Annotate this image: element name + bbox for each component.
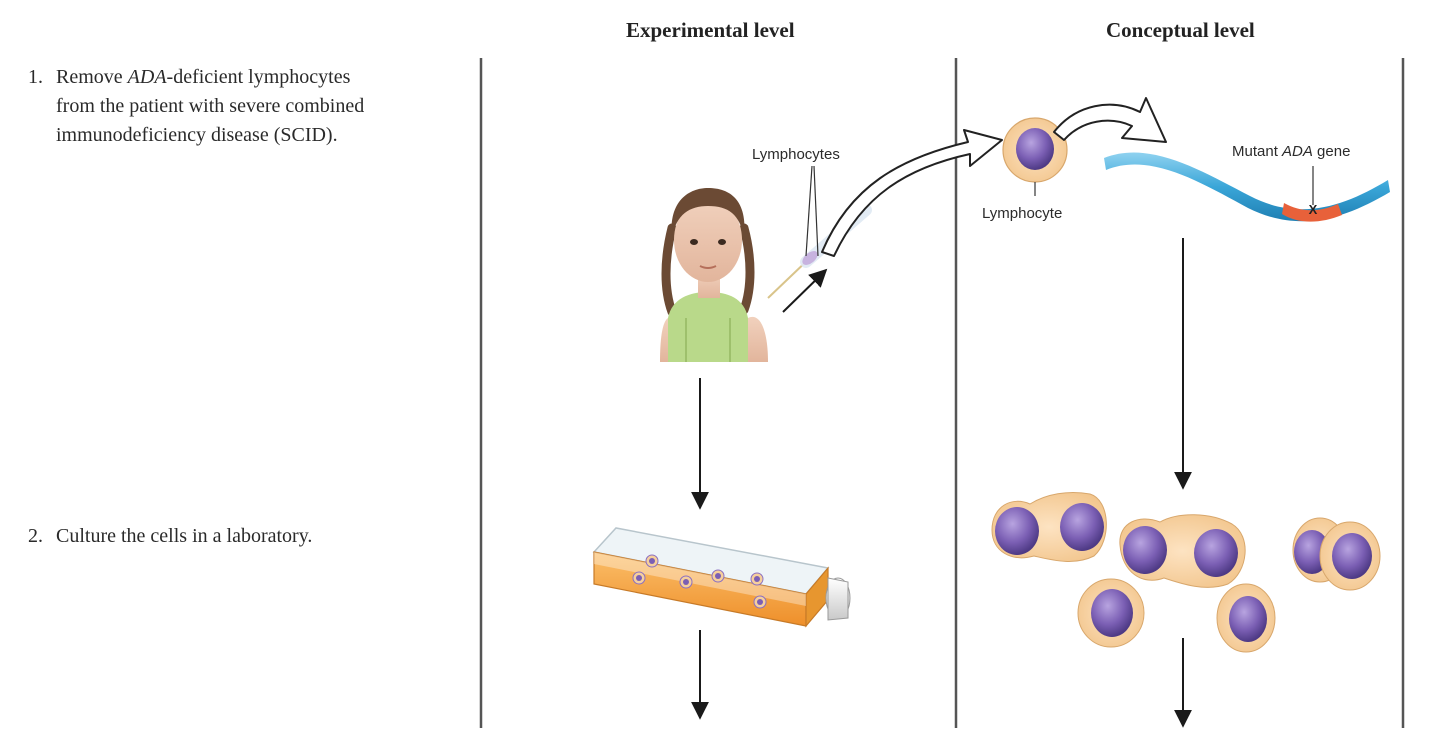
step-1-line3: immunodeficiency disease (SCID). (56, 124, 338, 146)
conceptual-level-heading: Conceptual level (1106, 18, 1255, 42)
culture-flask (592, 527, 851, 628)
mutant-gene-label-pre: Mutant (1232, 143, 1283, 160)
step-2-text: 2. Culture the cells in a laboratory. (28, 522, 312, 551)
step-1-line1-post: -deficient lymphocytes (166, 66, 351, 88)
step-1-line1-pre: Remove (56, 66, 128, 88)
step-1-ada-italic: ADA (127, 66, 167, 88)
mutant-gene-label-italic: ADA (1282, 143, 1313, 160)
mutant-gene-label-post: gene (1312, 143, 1351, 160)
mutant-ada-gene-label: Mutant ADA gene (1232, 143, 1350, 160)
lymphocytes-label: Lymphocytes (752, 146, 840, 163)
experimental-level-heading: Experimental level (626, 18, 795, 42)
cell-pair-b (1119, 514, 1246, 588)
transfer-arrow (821, 129, 1003, 257)
lymphocytes-pointer-b (813, 165, 819, 257)
cell-single-b (1216, 583, 1276, 653)
dna-strand (1104, 152, 1390, 222)
cell-single-a (1077, 578, 1145, 648)
step-1-number: 1. (28, 66, 43, 88)
lymphocyte-cell (1002, 117, 1068, 183)
mutant-segment (1282, 203, 1342, 222)
step-2-line: Culture the cells in a laboratory. (56, 525, 313, 547)
lymphocytes-pointer-a (805, 165, 813, 257)
step-2-number: 2. (28, 525, 43, 547)
flask-cells (632, 554, 767, 609)
step-1-line2: from the patient with severe combined (56, 95, 365, 117)
zoom-arrow (1053, 97, 1167, 143)
child-patient-illustration (660, 188, 768, 362)
injection-arrow (782, 268, 828, 313)
cultured-lymphocytes (991, 491, 1381, 653)
mutation-x-mark: X (1309, 202, 1318, 217)
step-1-text: 1. Remove ADA-deficient lymphocytes from … (28, 63, 364, 150)
cell-pair-a (991, 491, 1107, 562)
cell-pair-c (1292, 517, 1381, 591)
lymphocyte-label: Lymphocyte (982, 205, 1063, 222)
